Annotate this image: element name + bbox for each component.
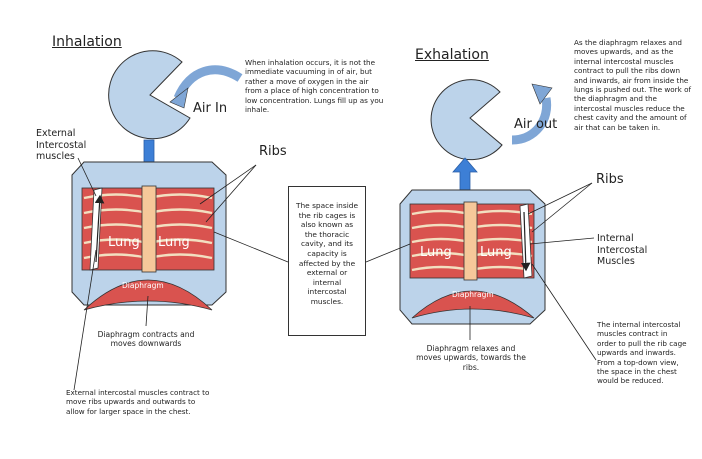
air-out-label: Air out bbox=[514, 117, 558, 132]
right-lung-right: Lung bbox=[480, 245, 512, 260]
left-bottom-note: External intercostal muscles contract to… bbox=[66, 388, 210, 416]
right-diaphragm bbox=[411, 290, 535, 319]
air-in-label: Air In bbox=[193, 101, 228, 116]
left-head bbox=[108, 50, 191, 140]
right-leader-center bbox=[365, 243, 411, 263]
exhalation-title: Exhalation bbox=[415, 47, 489, 63]
left-leader-dia bbox=[145, 295, 149, 327]
right-spine bbox=[463, 201, 478, 281]
right-diaphragm-label: Diaphragm bbox=[452, 290, 494, 299]
right-intercostal-arrow bbox=[520, 211, 531, 272]
left-leader-bottom bbox=[73, 249, 97, 391]
left-air-curve-arrowhead bbox=[169, 87, 189, 109]
left-air-curve-arrow bbox=[173, 65, 243, 100]
left-leader-center bbox=[213, 231, 289, 263]
inhalation-title: Inhalation bbox=[52, 34, 122, 50]
left-diaphragm-note: Diaphragm contracts and moves downwards bbox=[97, 330, 195, 349]
right-leader-rib2 bbox=[531, 182, 593, 233]
right-intercostal-strip bbox=[519, 203, 533, 279]
right-head bbox=[430, 79, 503, 161]
left-leader-rib2 bbox=[205, 164, 257, 223]
right-air-curve-arrow bbox=[511, 97, 552, 145]
internal-intercostal-label: Internal Intercostal Muscles bbox=[597, 233, 648, 267]
inhalation-note: When inhalation occurs, it is not the im… bbox=[245, 58, 384, 115]
left-diaphragm bbox=[83, 279, 213, 311]
right-leader-rib1 bbox=[527, 182, 593, 215]
right-air-curve-arrowhead bbox=[531, 83, 553, 105]
left-ribs-label: Ribs bbox=[259, 144, 287, 159]
right-lung-left: Lung bbox=[420, 245, 452, 260]
left-diaphragm-label: Diaphragm bbox=[122, 281, 164, 290]
thoracic-cavity-note: The space inside the rib cages is also k… bbox=[288, 186, 366, 336]
left-leader-rib1 bbox=[199, 164, 257, 205]
right-diaphragm-note: Diaphragm relaxes and moves upwards, tow… bbox=[416, 344, 526, 372]
exhalation-note: As the diaphragm relaxes and moves upwar… bbox=[574, 38, 692, 132]
left-intercostal-arrow bbox=[94, 194, 105, 263]
right-leader-bottom bbox=[531, 263, 597, 361]
right-leader-int bbox=[529, 237, 595, 245]
left-leader-ext bbox=[77, 157, 97, 197]
external-intercostal-label: External Intercostal muscles bbox=[36, 128, 87, 162]
left-spine bbox=[141, 185, 157, 273]
right-bottom-note: The internal intercostal muscles contrac… bbox=[597, 320, 687, 386]
left-lung-left: Lung bbox=[108, 235, 140, 250]
left-lung-right: Lung bbox=[158, 235, 190, 250]
right-ribs-label: Ribs bbox=[596, 172, 624, 187]
